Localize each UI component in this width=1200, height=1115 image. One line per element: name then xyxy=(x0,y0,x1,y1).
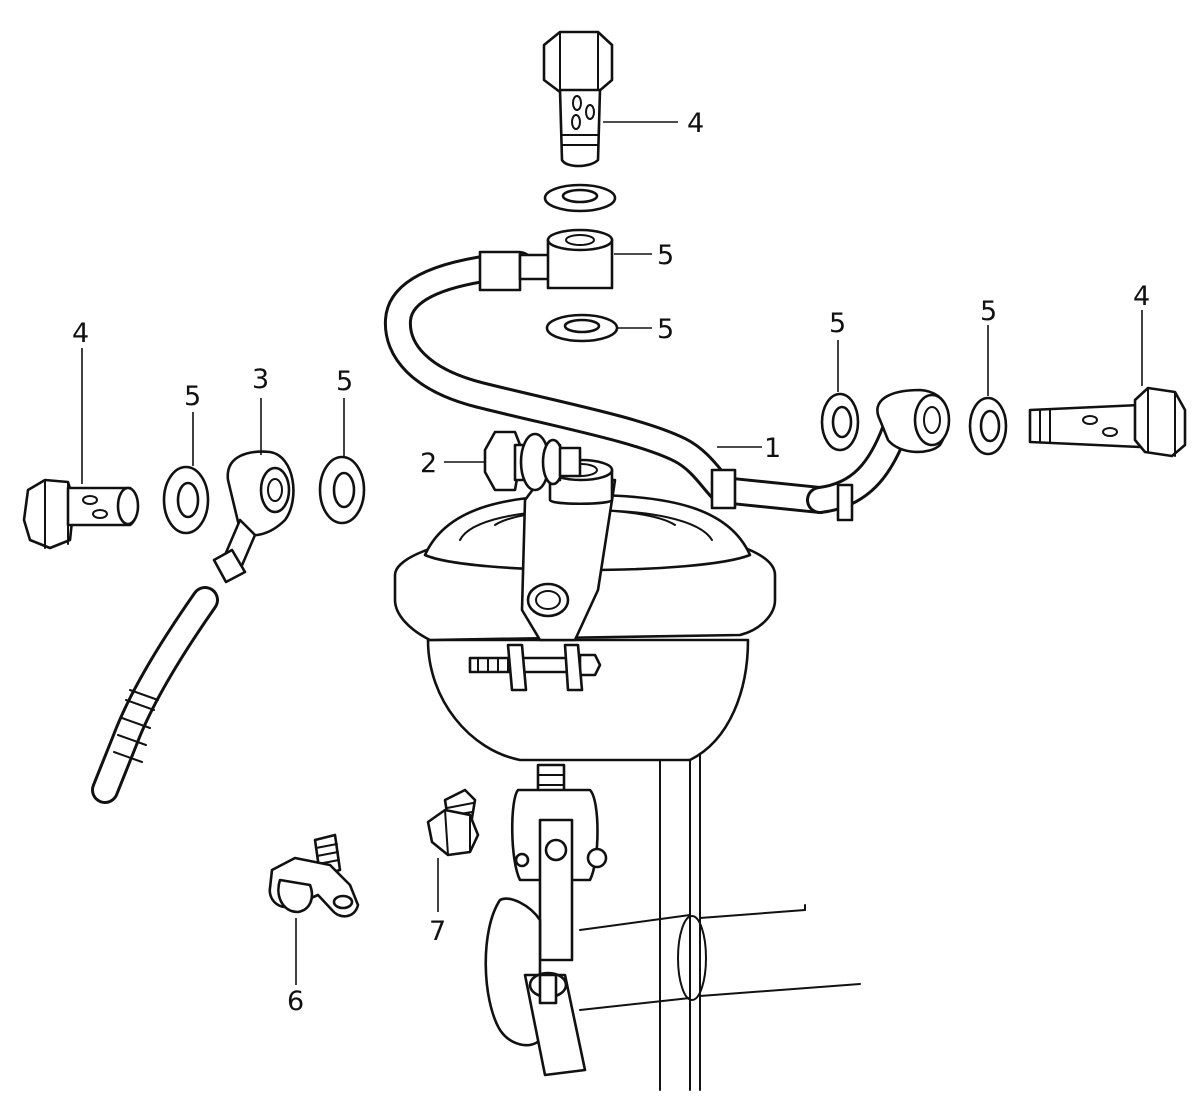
leader-lines xyxy=(81,121,1143,985)
banjo-bolt-right xyxy=(1028,386,1187,458)
callout-1: 1 xyxy=(764,433,781,464)
sealing-washer-top-upper xyxy=(543,183,617,213)
banjo-bolt-left xyxy=(22,478,140,550)
callout-5-top-lower: 5 xyxy=(657,314,674,345)
callout-5-right-b: 5 xyxy=(980,296,997,327)
callout-7: 7 xyxy=(429,916,446,947)
callout-4-top: 4 xyxy=(687,108,704,139)
clevis xyxy=(510,788,608,962)
callout-5-left-a: 5 xyxy=(184,381,201,412)
hex-bolt xyxy=(426,788,480,857)
check-valve xyxy=(483,430,582,492)
sealing-washer-right-b xyxy=(968,396,1008,456)
sealing-washer-left-b xyxy=(318,455,366,525)
vacuum-hose-lower xyxy=(91,586,219,804)
booster-clamp-bolt xyxy=(468,643,602,692)
banjo-fitting-left xyxy=(212,450,295,584)
callout-4-left: 4 xyxy=(72,318,89,349)
brake-lever xyxy=(484,897,587,1077)
callout-5-left-b: 5 xyxy=(336,366,353,397)
vacuum-hose xyxy=(383,250,909,522)
callout-labels: 4 5 5 1 2 3 5 5 4 5 5 4 6 7 xyxy=(72,108,1150,1017)
wing-nut xyxy=(268,833,360,918)
callout-2: 2 xyxy=(420,448,437,479)
sealing-washer-top-lower xyxy=(545,313,619,343)
banjo-fitting-center xyxy=(518,228,614,290)
banjo-bolt-top xyxy=(542,30,614,168)
banjo-fitting-right xyxy=(876,388,951,454)
sealing-washer-right-a xyxy=(820,392,860,452)
callout-3: 3 xyxy=(252,364,269,395)
axle-tube xyxy=(579,904,861,1011)
sealing-washer-left-a xyxy=(162,465,210,535)
callout-6: 6 xyxy=(287,986,304,1017)
callout-4-right: 4 xyxy=(1133,281,1150,312)
callout-5-top-upper: 5 xyxy=(657,240,674,271)
callout-5-right-a: 5 xyxy=(829,308,846,339)
